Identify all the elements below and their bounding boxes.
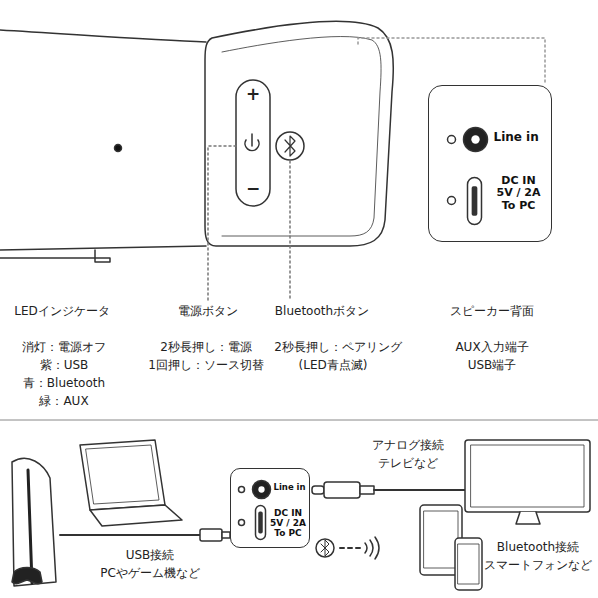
bluetooth-rune: [321, 540, 329, 556]
game-console-stripe: [28, 470, 32, 583]
bluetooth-symbol: [316, 539, 334, 557]
callout-label: スピーカー背面: [450, 304, 534, 318]
usb-plug: [200, 529, 222, 541]
port-label: Line in: [494, 131, 539, 145]
back-panel: Line in DC IN 5V / 2A To PC: [230, 468, 310, 548]
game-controller: [12, 568, 42, 584]
television-screen: [471, 445, 584, 507]
usb-cable: [60, 534, 200, 536]
port-label: Line in: [274, 483, 306, 493]
callout-label: USB接続: [126, 548, 175, 562]
game-console: [12, 458, 56, 586]
aux-jack: [253, 481, 271, 499]
power-port-label: DC IN 5V / 2A To PC: [494, 175, 544, 213]
audio-plug: [324, 482, 360, 498]
separator: [0, 420, 598, 421]
volume-power-button: [236, 80, 270, 206]
speaker-end-face: [205, 21, 393, 246]
bluetooth-button: [276, 132, 304, 160]
power-port-label: DC IN 5V / 2A To PC: [270, 508, 307, 539]
smartphone: [455, 538, 482, 590]
aux-jack-hole: [258, 486, 264, 492]
laptop-base: [90, 505, 182, 526]
callout-label: スマートフォンなど: [484, 558, 592, 572]
callout-label: AUX入力端子: [455, 340, 528, 354]
callout-label: 青：Bluetooth: [23, 376, 105, 390]
indicator-hole: [239, 487, 245, 493]
callout-label: (LED青点滅): [299, 358, 368, 372]
led-indicator: [115, 145, 122, 152]
back-panel: Line in DC IN 5V / 2A To PC: [428, 85, 552, 242]
audio-plug-tip: [312, 486, 324, 494]
callout-label: Bluetooth接続: [497, 540, 579, 554]
speaker-bottom-edge: [0, 246, 206, 250]
callout-label: LEDインジケータ: [14, 304, 110, 318]
callout-label: 2秒長押し：電源: [160, 340, 252, 354]
usb-plug-tip: [222, 532, 230, 538]
usb-c-port: [256, 506, 266, 540]
callout-label: テレビなど: [378, 456, 438, 470]
callout-label: 2秒長押し：ペアリング: [274, 340, 402, 354]
callout-label: USB端子: [468, 358, 517, 372]
audio-cable: [374, 489, 465, 491]
television: [465, 440, 590, 512]
laptop-screen: [80, 440, 165, 510]
leader-line: [289, 161, 291, 300]
speaker-foot: [0, 250, 110, 262]
indicator-hole: [448, 136, 456, 144]
callout-label: 緑：AUX: [39, 394, 88, 408]
signal-waves: [365, 537, 379, 559]
tablet-screen: [424, 511, 458, 568]
indicator-hole: [448, 197, 456, 205]
callout-label: 消灯：電源オフ: [22, 340, 106, 354]
laptop-display: [86, 445, 159, 504]
callout-label: 1回押し：ソース切替: [148, 358, 264, 372]
aux-jack-hole: [471, 135, 479, 143]
panel-ports: [429, 86, 551, 241]
indicator-hole: [239, 520, 245, 526]
speaker-face-inner: [222, 37, 381, 236]
signal-dots: [340, 547, 360, 549]
aux-jack: [464, 128, 488, 152]
button-symbol: +: [246, 84, 260, 104]
bluetooth-icon: [285, 136, 295, 156]
callout-label: PCやゲーム機など: [100, 566, 200, 580]
speaker-top-edge: [0, 30, 206, 42]
usb-c-tongue: [472, 187, 476, 215]
usb-c-port: [468, 178, 482, 225]
callout-label: Bluetoothボタン: [275, 304, 369, 318]
callout-label: 電源ボタン: [178, 304, 238, 318]
leader-line: [208, 146, 236, 300]
audio-plug-relief: [360, 486, 374, 494]
callout-label: 紫：USB: [40, 358, 89, 372]
television-stand: [516, 512, 540, 524]
power-icon: [245, 134, 259, 151]
usb-c-tongue: [259, 512, 262, 532]
smartphone-screen: [458, 544, 479, 584]
callout-label: アナログ接続: [372, 438, 444, 452]
leader-line: [358, 38, 545, 84]
button-symbol: −: [246, 178, 260, 198]
